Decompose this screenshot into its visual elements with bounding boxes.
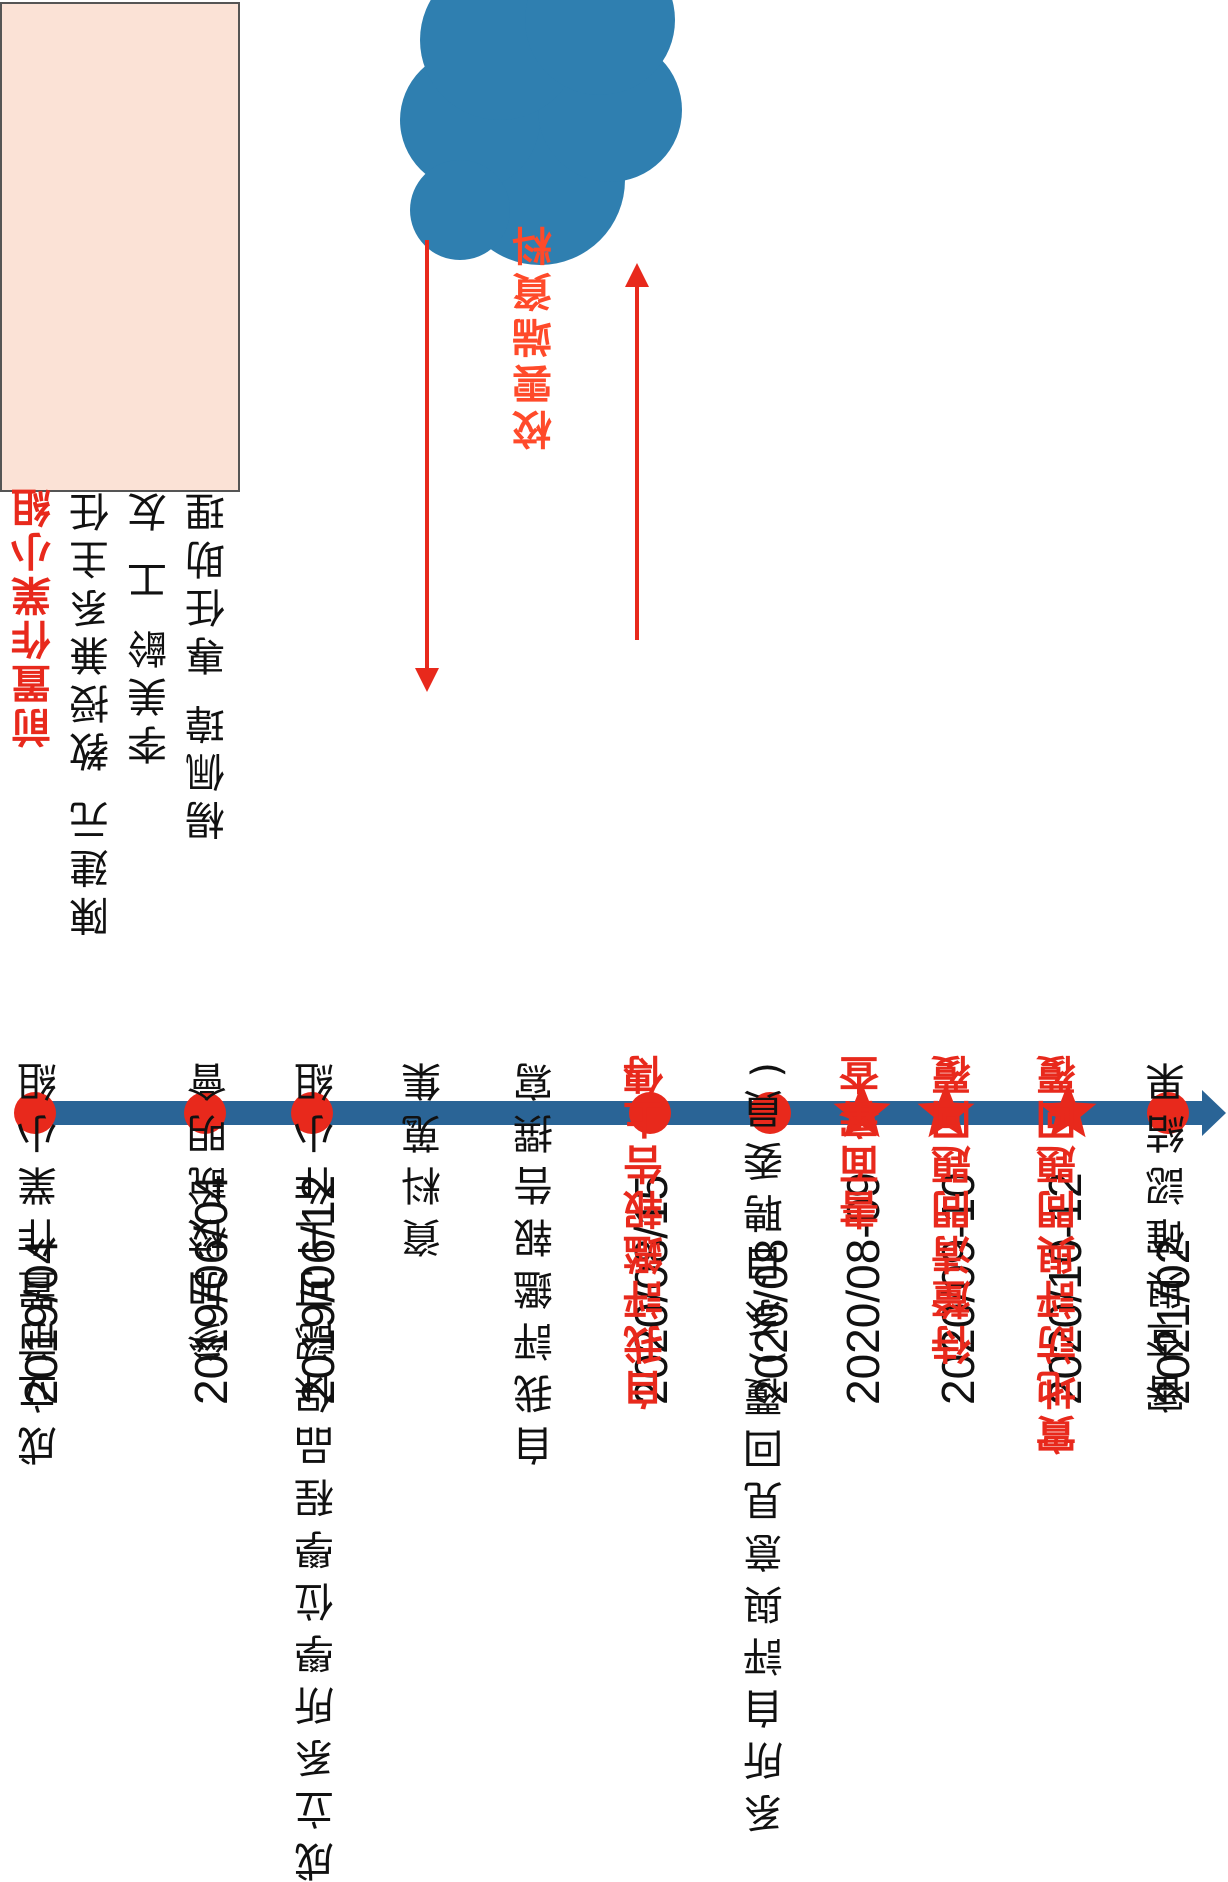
circle-marker (291, 1092, 333, 1134)
timeline-event: 成立系所學位學程品保認可工作小組 (295, 1050, 341, 1882)
timeline-event: 待釐清問題回覆 (932, 1050, 978, 1365)
timeline-event: 自我評鑑報告上傳 (624, 1050, 670, 1410)
star-marker (917, 1083, 975, 1138)
star-marker (1039, 1083, 1097, 1138)
circle-marker (629, 1092, 671, 1134)
timeline-arrowhead (1202, 1090, 1226, 1136)
circle-marker (1147, 1092, 1189, 1134)
timeline-event: 資料蒐集 (402, 1050, 448, 1258)
cloud-label: 校雲端資料 (513, 220, 559, 450)
preparatory-group-box: 前置作業小組 陳建元 教授兼系主任 李美齡 工 友 楊佩瑋 專任助理 (0, 2, 240, 937)
circle-marker (14, 1092, 56, 1134)
star-marker (833, 1083, 891, 1138)
timeline-event: 系所自評與意見回覆(系自聘委員) (744, 1050, 790, 1834)
timeline-event: 實地訪評與問題回覆 (1037, 1050, 1083, 1455)
timeline-event: 成立前置作業小組 (18, 1050, 64, 1466)
circle-marker (749, 1092, 791, 1134)
diagram-graphics (14, 0, 1226, 1138)
circle-marker (184, 1092, 226, 1134)
cloud-shape (400, 0, 682, 265)
timeline-event: 書面審查 (840, 1050, 886, 1230)
timeline-event: 自我評鑑報告撰寫 (514, 1050, 560, 1466)
timeline-event: 參加校說明會 (188, 1050, 234, 1362)
timeline-event: 審查與確認結果 (1146, 1050, 1192, 1414)
